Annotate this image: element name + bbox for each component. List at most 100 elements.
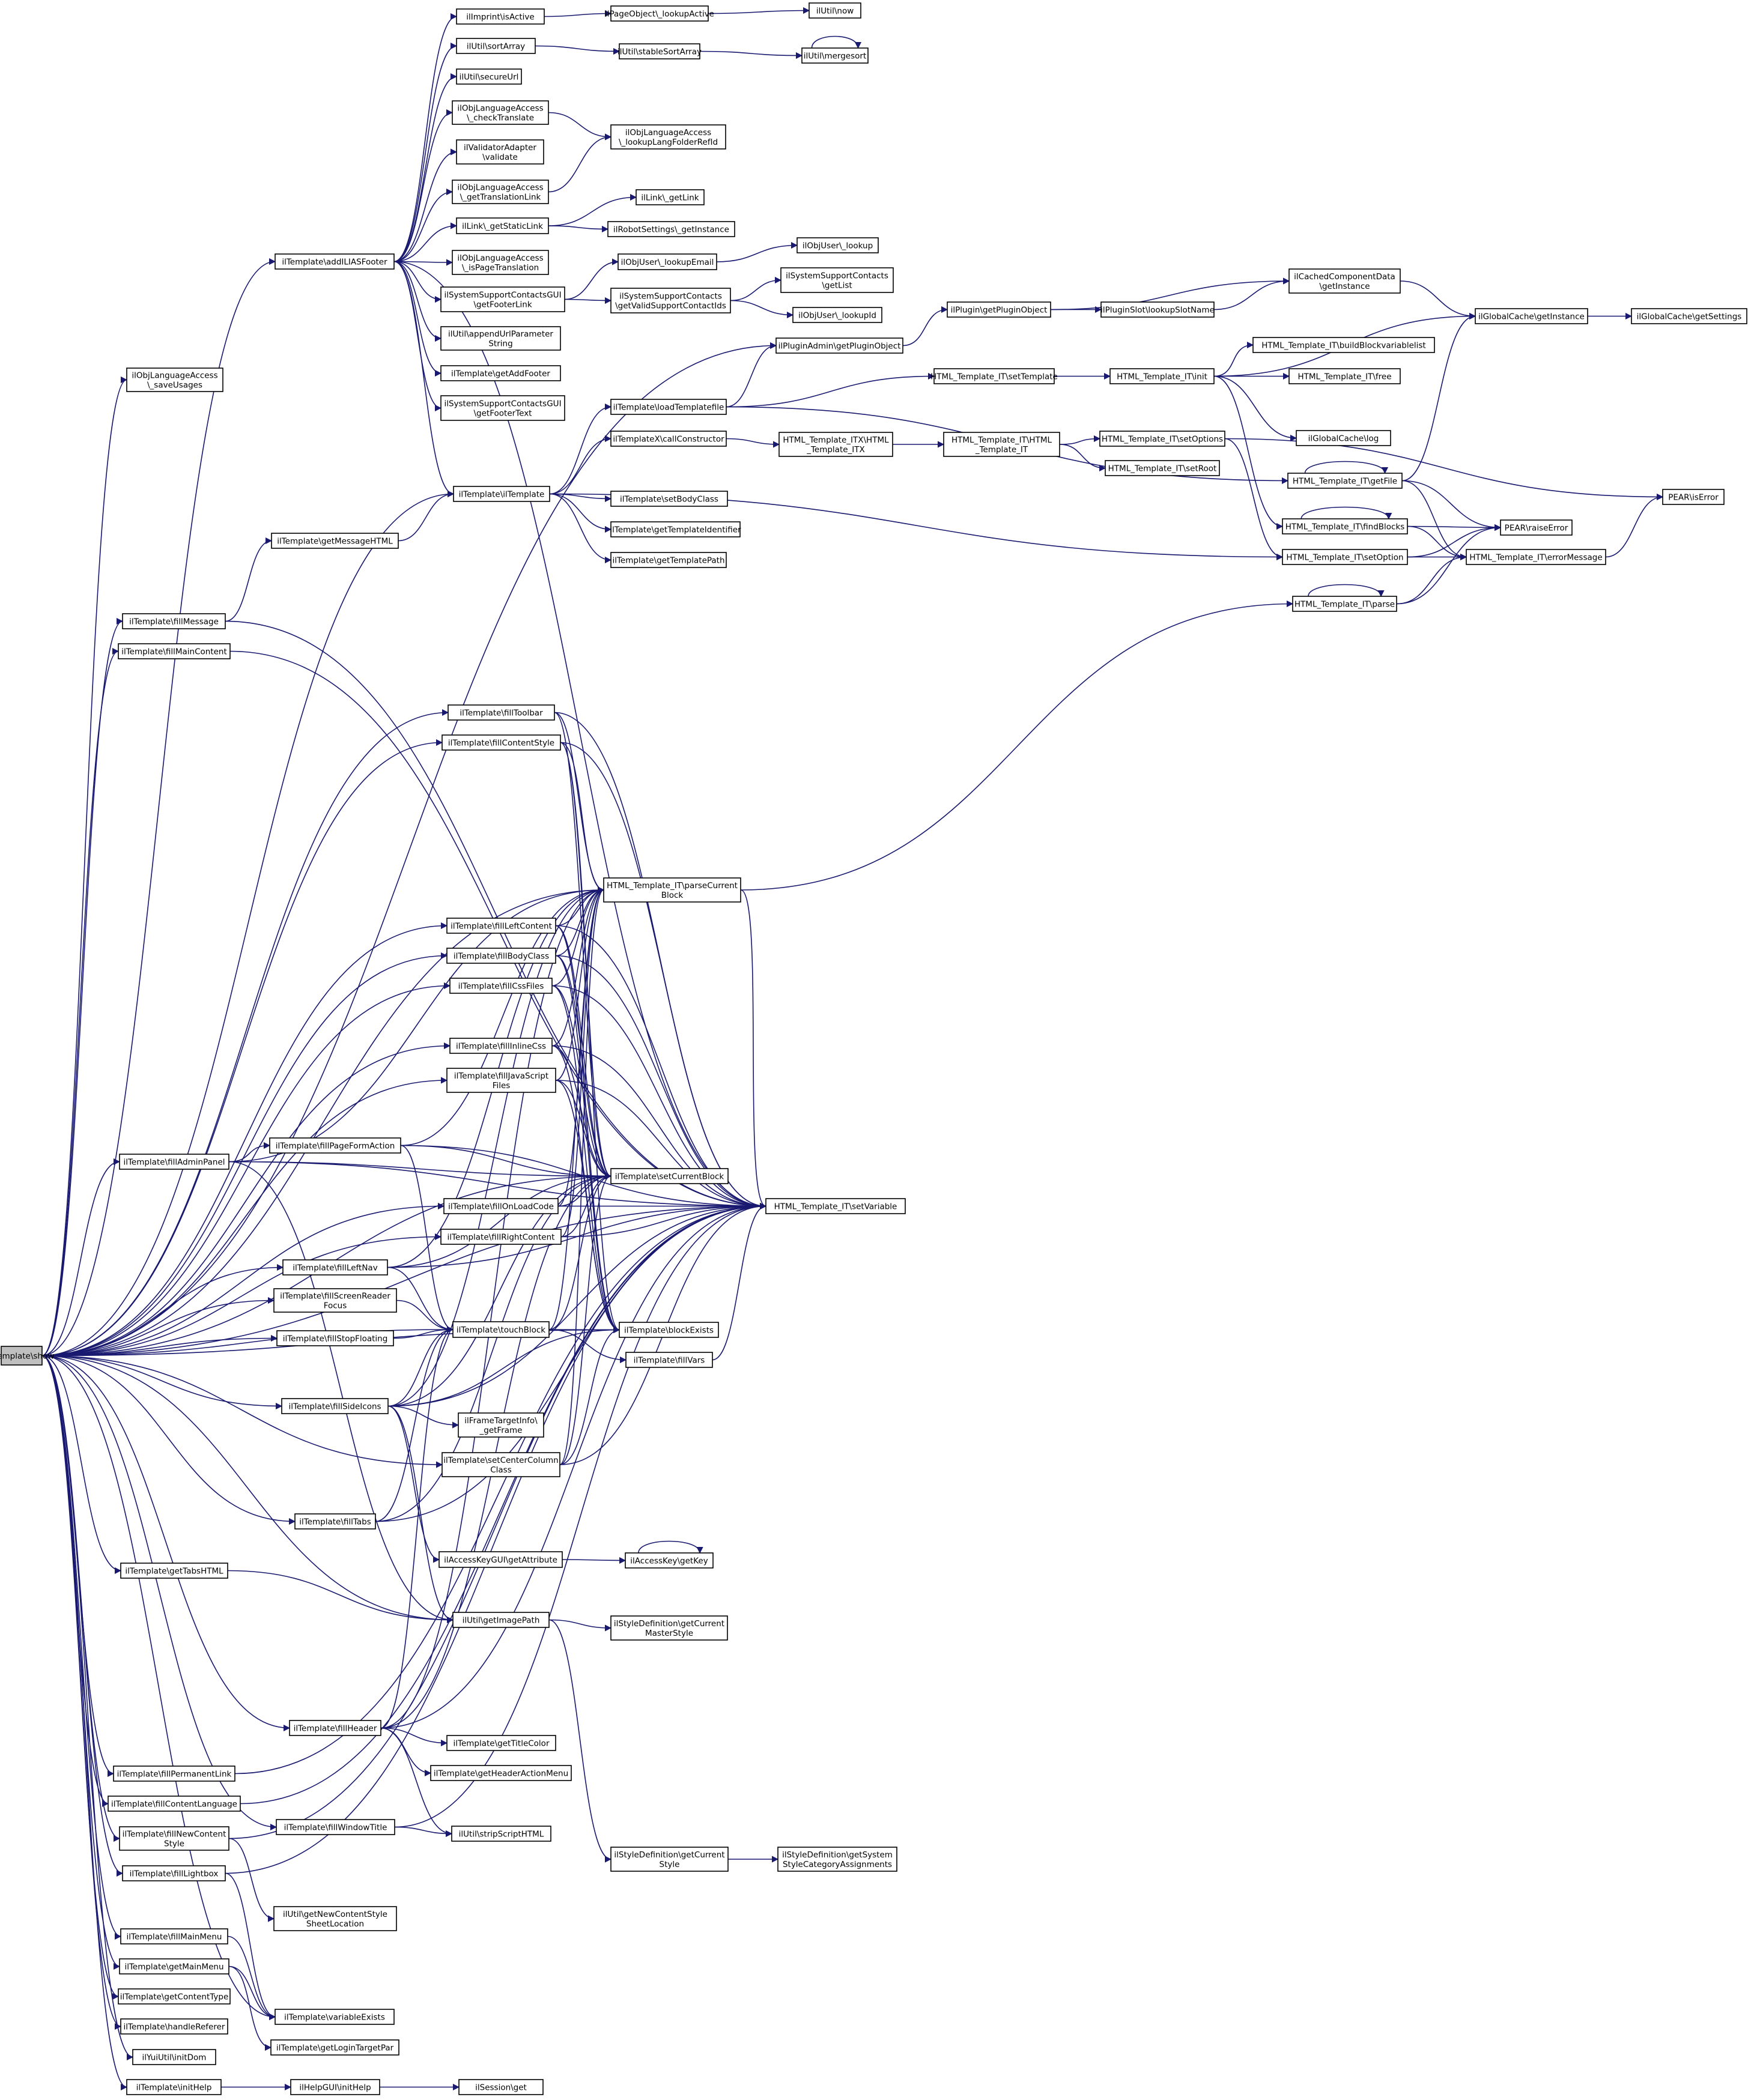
graph-node-fillPageFormAction[interactable]: ilTemplate\fillPageFormAction [269,1137,401,1154]
graph-node-userLookupId[interactable]: ilObjUser\_lookupId [792,307,882,323]
graph-node-validSupportIds[interactable]: ilSystemSupportContacts\getValidSupportC… [610,288,731,313]
graph-node-pageLookupActive[interactable]: ilPageObject\_lookupActive [605,5,714,22]
graph-node-initHelp[interactable]: ilTemplate\initHelp [126,2079,222,2095]
graph-node-getHeaderActionMenu[interactable]: ilTemplate\getHeaderActionMenu [430,1765,572,1781]
graph-node-supportGetList[interactable]: ilSystemSupportContacts\getList [780,267,894,293]
graph-node-lookupSlotName[interactable]: ilPluginSlot\lookupSlotName [1100,301,1215,318]
graph-node-errorMessage[interactable]: HTML_Template_IT\errorMessage [1466,549,1606,565]
graph-node-accessKeyGetKey[interactable]: ilAccessKey\getKey [625,1552,714,1569]
graph-node-userLookupEmail[interactable]: ilObjUser\_lookupEmail [618,253,717,270]
graph-node-pluginGetObject[interactable]: ilPlugin\getPluginObject [947,301,1051,318]
graph-node-cachedInstance[interactable]: ilCachedComponentData\getInstance [1288,268,1401,294]
graph-node-setBodyClass[interactable]: ilTemplate\setBodyClass [610,491,728,507]
graph-node-addILIASFooter[interactable]: ilTemplate\addILIASFooter [275,253,395,270]
graph-node-fillLightbox[interactable]: ilTemplate\fillLightbox [122,1865,226,1881]
graph-node-cacheLog[interactable]: ilGlobalCache\log [1296,430,1391,446]
graph-node-fillCssFiles[interactable]: ilTemplate\fillCssFiles [449,978,553,994]
graph-node-itFree[interactable]: HTML_Template_IT\free [1288,368,1401,384]
graph-node-itCtor[interactable]: HTML_Template_IT\HTML_Template_IT [943,432,1060,457]
graph-node-getMessageHTML[interactable]: ilTemplate\getMessageHTML [271,533,399,549]
graph-node-blockExists[interactable]: ilTemplate\blockExists [619,1322,719,1338]
graph-node-fillContentLanguage[interactable]: ilTemplate\fillContentLanguage [108,1796,241,1812]
graph-node-getTemplatePath[interactable]: ilTemplate\getTemplatePath [610,552,727,568]
graph-node-stripScriptHTML[interactable]: ilUtil\stripScriptHTML [451,1826,551,1842]
graph-node-saveUsages[interactable]: ilObjLanguageAccess\_saveUsages [126,368,223,392]
graph-node-helpInitHelp[interactable]: ilHelpGUI\initHelp [290,2079,380,2095]
graph-node-itSetTemplate[interactable]: HTML_Template_IT\setTemplate [930,368,1058,384]
graph-node-robotInstance[interactable]: ilRobotSettings\_getInstance [607,221,735,237]
graph-node-pearRaiseError[interactable]: PEAR\raiseError [1500,519,1573,536]
graph-node-itGetFile[interactable]: HTML_Template_IT\getFile [1287,473,1403,489]
graph-node-stableSortArray[interactable]: ilUtil\stableSortArray [618,43,702,59]
graph-node-buildBlockvarlist[interactable]: HTML_Template_IT\buildBlockvariablelist [1252,337,1435,353]
graph-node-itParse[interactable]: HTML_Template_IT\parse [1292,596,1397,612]
graph-node-checkTranslate[interactable]: ilObjLanguageAccess\_checkTranslate [452,100,549,125]
graph-node-getImagePath[interactable]: ilUtil\getImagePath [452,1612,550,1628]
graph-node-linkGetLink[interactable]: ilLink\_getLink [636,189,705,205]
graph-node-fillMainMenu[interactable]: ilTemplate\fillMainMenu [120,1928,228,1944]
graph-node-userLookup[interactable]: ilObjUser\_lookup [797,237,879,253]
graph-node-getFrame[interactable]: ilFrameTargetInfo\_getFrame [458,1412,544,1438]
graph-node-sortArray[interactable]: ilUtil\sortArray [456,38,536,54]
graph-node-accessKeyGuiAttr[interactable]: ilAccessKeyGUI\getAttribute [438,1551,563,1568]
graph-node-utilNow[interactable]: ilUtil\now [809,2,861,19]
graph-node-mergesort[interactable]: ilUtil\mergesort [801,47,869,64]
graph-node-fillStopFloating[interactable]: ilTemplate\fillStopFloating [276,1330,394,1346]
graph-node-fillHeader[interactable]: ilTemplate\fillHeader [289,1720,381,1736]
graph-node-getContentType[interactable]: ilTemplate\getContentType [118,1988,231,2005]
graph-node-globalCacheSettings[interactable]: ilGlobalCache\getSettings [1631,308,1747,324]
graph-node-itxCtor[interactable]: HTML_Template_ITX\HTML_Template_ITX [778,432,893,457]
graph-node-fillTabs[interactable]: ilTemplate\fillTabs [294,1513,376,1530]
graph-node-loadTemplatefile[interactable]: ilTemplate\loadTemplatefile [610,399,727,415]
graph-node-fillRightContent[interactable]: ilTemplate\fillRightContent [440,1229,562,1245]
graph-node-touchBlock[interactable]: ilTemplate\touchBlock [452,1321,550,1338]
graph-node-pearIsError[interactable]: PEAR\isError [1662,489,1725,505]
graph-node-footerText[interactable]: ilSystemSupportContactsGUI\getFooterText [440,395,565,421]
graph-node-findBlocks[interactable]: HTML_Template_IT\findBlocks [1282,518,1408,534]
graph-node-getTemplateIdentifier[interactable]: ilTemplate\getTemplateIdentifier [610,521,741,537]
graph-node-lookupLangFolder[interactable]: ilObjLanguageAccess\_lookupLangFolderRef… [610,124,726,150]
graph-node-validatorValidate[interactable]: ilValidatorAdapter\validate [456,139,544,165]
graph-node-getTabsHTML[interactable]: ilTemplate\getTabsHTML [120,1563,228,1579]
graph-node-globalCacheInstance[interactable]: ilGlobalCache\getInstance [1475,308,1588,324]
graph-node-fillVars[interactable]: ilTemplate\fillVars [625,1352,713,1368]
graph-node-styleCategoryAssign[interactable]: ilStyleDefinition\getSystemStyleCategory… [777,1847,897,1872]
graph-node-itInit[interactable]: HTML_Template_IT\init [1109,368,1215,384]
graph-node-setOptions[interactable]: HTML_Template_IT\setOptions [1099,431,1225,447]
graph-node-ilTemplateCtor[interactable]: ilTemplate\ilTemplate [453,486,550,502]
graph-node-getMainMenu[interactable]: ilTemplate\getMainMenu [119,1958,229,1974]
graph-node-imprintIsActive[interactable]: ilImprint\isActive [456,8,545,25]
graph-node-fillLeftContent[interactable]: ilTemplate\fillLeftContent [446,918,556,934]
graph-node-isPageTranslation[interactable]: ilObjLanguageAccess\_isPageTranslation [452,250,549,275]
graph-node-fillOnLoadCode[interactable]: ilTemplate\fillOnLoadCode [443,1198,559,1214]
graph-node-callConstructor[interactable]: ilTemplateX\callConstructor [610,431,727,447]
graph-node-getLoginTargetPar[interactable]: ilTemplate\getLoginTargetPar [270,2039,399,2056]
graph-node-footerLink[interactable]: ilSystemSupportContactsGUI\getFooterLink [440,286,565,312]
graph-node-fillWindowTitle[interactable]: ilTemplate\fillWindowTitle [276,1819,395,1835]
graph-node-fillAdminPanel[interactable]: ilTemplate\fillAdminPanel [119,1154,229,1170]
graph-node-fillToolbar[interactable]: ilTemplate\fillToolbar [448,704,555,721]
graph-node-fillPermanentLink[interactable]: ilTemplate\fillPermanentLink [113,1766,235,1782]
graph-node-fillBodyClass[interactable]: ilTemplate\fillBodyClass [446,948,556,964]
graph-node-setOption[interactable]: HTML_Template_IT\setOption [1282,549,1408,565]
graph-node-yuiInitDom[interactable]: ilYuiUtil\initDom [132,2049,216,2065]
graph-node-adminGetPluginObject[interactable]: ilPluginAdmin\getPluginObject [775,337,903,354]
graph-node-variableExists[interactable]: ilTemplate\variableExists [275,2009,395,2025]
graph-node-fillLeftNav[interactable]: ilTemplate\fillLeftNav [282,1259,388,1275]
graph-node-getTranslationLink[interactable]: ilObjLanguageAccess\_getTranslationLink [452,180,549,204]
graph-node-show[interactable]: ilTemplate\show [0,1346,54,1366]
graph-node-fillSideIcons[interactable]: ilTemplate\fillSideIcons [281,1398,389,1414]
graph-node-fillContentStyle[interactable]: ilTemplate\fillContentStyle [442,734,561,751]
graph-node-secureUrl[interactable]: ilUtil\secureUrl [456,68,522,85]
graph-node-fillMainContent[interactable]: ilTemplate\fillMainContent [118,643,231,659]
graph-node-fillMessage[interactable]: ilTemplate\fillMessage [122,613,226,629]
graph-node-getTitleColor[interactable]: ilTemplate\getTitleColor [446,1735,556,1751]
graph-node-getStaticLink[interactable]: ilLink\_getStaticLink [456,217,549,234]
